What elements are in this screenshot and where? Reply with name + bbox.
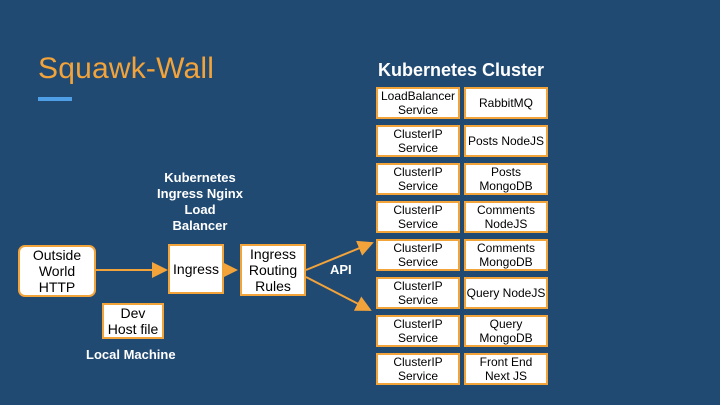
box-line: ClusterIP: [393, 317, 443, 331]
box-line: Next JS: [484, 369, 527, 383]
app-box: Posts NodeJS: [464, 125, 548, 157]
box-line: Comments: [476, 203, 535, 217]
box-line: Service: [397, 331, 438, 345]
box-line: Service: [397, 103, 438, 117]
box-line: LoadBalancer: [380, 89, 456, 103]
box-line: MongoDB: [479, 255, 533, 269]
local-machine-label: Local Machine: [86, 347, 176, 362]
outside-world-box: Outside World HTTP: [18, 245, 96, 297]
ingress-caption-line: Ingress Nginx: [157, 186, 243, 201]
box-line: ClusterIP: [393, 241, 443, 255]
box-line: Service: [397, 217, 438, 231]
box-line: NodeJS: [484, 217, 528, 231]
box-line: Service: [397, 369, 438, 383]
app-box-text: Query NodeJS: [467, 286, 546, 300]
box-line: HTTP: [38, 279, 76, 295]
box-line: Routing: [248, 262, 298, 278]
dev-host-file-box: Dev Host file: [102, 303, 164, 339]
box-line: RabbitMQ: [478, 96, 534, 110]
box-line: World: [38, 263, 76, 279]
box-line: ClusterIP: [393, 127, 443, 141]
box-line: Service: [397, 255, 438, 269]
ingress-box: Ingress: [168, 244, 224, 294]
ingress-caption-line: Balancer: [172, 218, 228, 233]
box-line: Service: [397, 293, 438, 307]
app-box-text: RabbitMQ: [479, 96, 533, 110]
title-underline: [38, 97, 72, 101]
app-box: Query NodeJS: [464, 277, 548, 309]
box-line: ClusterIP: [393, 203, 443, 217]
ingress-caption-line: Kubernetes: [164, 170, 236, 185]
app-box: RabbitMQ: [464, 87, 548, 119]
app-box-text: Posts NodeJS: [468, 134, 544, 148]
arrow-routing-to-cluster-lower: [305, 276, 372, 311]
box-line: MongoDB: [479, 331, 533, 345]
box-line: Host file: [107, 321, 159, 337]
api-label: API: [330, 262, 352, 277]
box-line: ClusterIP: [393, 279, 443, 293]
routing-rules-box: Ingress Routing Rules: [240, 244, 306, 296]
ingress-caption-line: Load: [184, 202, 216, 217]
box-line: Dev: [120, 305, 146, 321]
cluster-title: Kubernetes Cluster: [378, 60, 545, 80]
box-line: Rules: [255, 278, 291, 294]
box-line: Ingress: [250, 246, 296, 262]
arrow-routing-to-cluster-upper: [305, 240, 374, 271]
box-line: ClusterIP: [393, 355, 443, 369]
page-title: Squawk-Wall: [38, 52, 215, 85]
box-line: Query NodeJS: [466, 286, 546, 300]
ingress-caption: Kubernetes Ingress Nginx Load Balancer: [140, 170, 260, 234]
box-line: Service: [397, 141, 438, 155]
box-line: Service: [397, 179, 438, 193]
box-line: Query: [489, 317, 523, 331]
box-line: MongoDB: [479, 179, 533, 193]
box-line: Front End: [479, 355, 533, 369]
box-line: ClusterIP: [393, 165, 443, 179]
box-line: Comments: [476, 241, 535, 255]
box-line: Outside: [32, 247, 82, 263]
box-line: Posts: [490, 165, 521, 179]
box-line: Ingress: [173, 261, 219, 277]
box-line: Posts NodeJS: [467, 134, 545, 148]
